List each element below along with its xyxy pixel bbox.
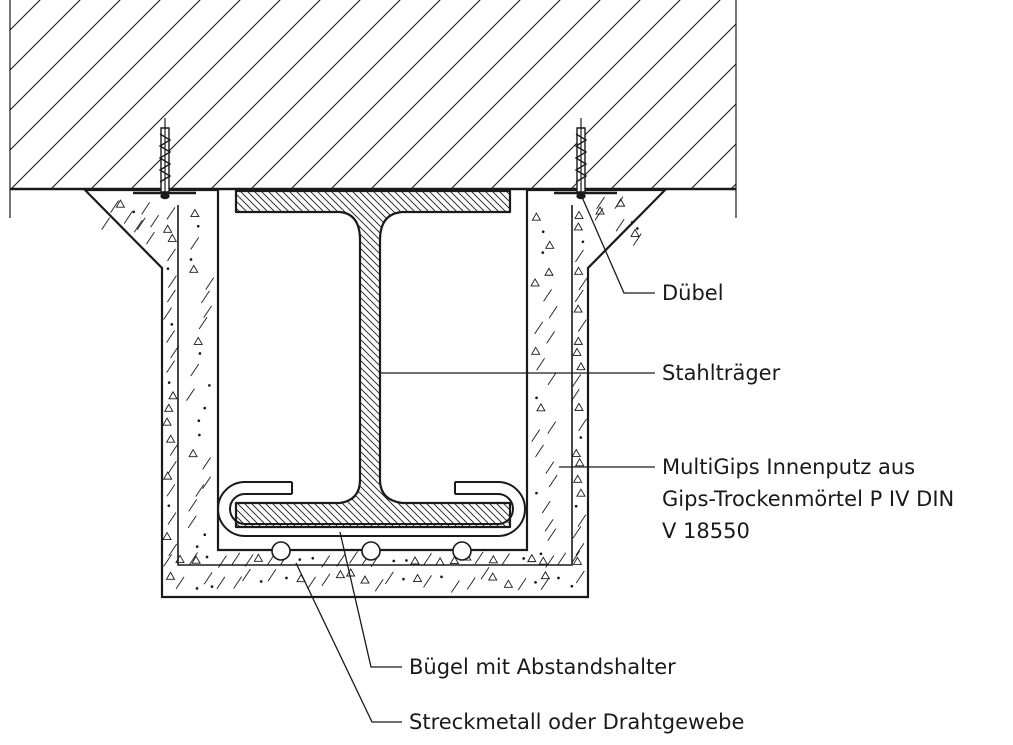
plaster-cladding	[82, 188, 668, 599]
stirrup-bracket	[217, 481, 526, 537]
spacer-left	[271, 541, 291, 561]
leader-lines	[295, 196, 655, 723]
label-streckmetall: Streckmetall oder Drahtgewebe	[409, 710, 744, 734]
label-innenputz-line1: MultiGips Innenputz aus	[662, 455, 915, 479]
dowel-right	[554, 118, 617, 200]
label-innenputz-line3: V 18550	[662, 519, 750, 543]
spacers	[271, 541, 472, 561]
label-duebel: Dübel	[662, 281, 724, 305]
leader-duebel	[581, 196, 655, 294]
labels: Dübel Stahlträger MultiGips Innenputz au…	[409, 281, 954, 734]
steel-i-beam	[234, 189, 512, 529]
dowel-left	[133, 118, 196, 200]
label-innenputz-line2: Gips-Trockenmörtel P IV DIN	[662, 487, 954, 511]
spacer-middle	[361, 541, 381, 561]
label-stahltraeger: Stahlträger	[662, 361, 781, 385]
spacer-right	[452, 541, 472, 561]
label-buegel: Bügel mit Abstandshalter	[409, 655, 676, 679]
leader-buegel	[339, 531, 402, 668]
ceiling-slab	[9, 0, 737, 218]
plaster-aggregate-marks	[101, 196, 642, 593]
leader-streckmetall	[295, 562, 402, 723]
